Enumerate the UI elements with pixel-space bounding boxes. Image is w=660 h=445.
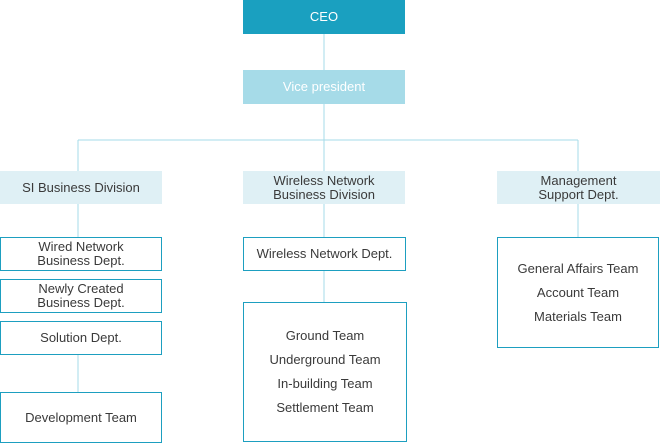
development-team-box: Development Team <box>0 392 162 443</box>
solution-dept-box: Solution Dept. <box>0 321 162 355</box>
ground-team: Ground Team <box>285 328 365 343</box>
management-line-2: Support Dept. <box>538 186 619 202</box>
wireless-network-dept-box: Wireless Network Dept. <box>243 237 406 271</box>
account-team: Account Team <box>536 284 620 300</box>
ceo-label: CEO <box>309 9 339 24</box>
newly-created-business-dept-box: Newly Created Business Dept. <box>0 279 162 313</box>
wired-dept-line-2: Business Dept. <box>37 253 125 268</box>
wireless-business-division-box: Wireless Network Business Division <box>243 171 405 204</box>
si-business-division-label: SI Business Division <box>22 179 140 195</box>
wireless-network-dept-label: Wireless Network Dept. <box>256 246 393 261</box>
wired-network-business-dept-box: Wired Network Business Dept. <box>0 237 162 271</box>
wireless-division-line-1: Wireless Network <box>273 172 375 188</box>
wired-dept-line-1: Wired Network <box>38 239 124 254</box>
wireless-teams-box: Ground Team Underground Team In-building… <box>243 302 407 442</box>
vice-president-label: Vice president <box>282 79 366 94</box>
settlement-team: Settlement Team <box>276 400 374 415</box>
management-support-dept-box: Management Support Dept. <box>497 171 660 204</box>
management-line-1: Management <box>540 172 617 188</box>
general-affairs-team: General Affairs Team <box>517 260 639 276</box>
in-building-team: In-building Team <box>277 376 373 391</box>
materials-team: Materials Team <box>534 308 622 324</box>
ceo-box: CEO <box>243 0 405 34</box>
vice-president-box: Vice president <box>243 70 405 104</box>
management-teams-box: General Affairs Team Account Team Materi… <box>497 237 659 348</box>
newly-created-line-1: Newly Created <box>38 281 124 296</box>
si-business-division-box: SI Business Division <box>0 171 162 204</box>
underground-team: Underground Team <box>269 352 381 367</box>
solution-dept-label: Solution Dept. <box>40 330 122 345</box>
development-team-label: Development Team <box>25 409 137 425</box>
newly-created-line-2: Business Dept. <box>37 295 125 310</box>
wireless-division-line-2: Business Division <box>273 186 375 202</box>
